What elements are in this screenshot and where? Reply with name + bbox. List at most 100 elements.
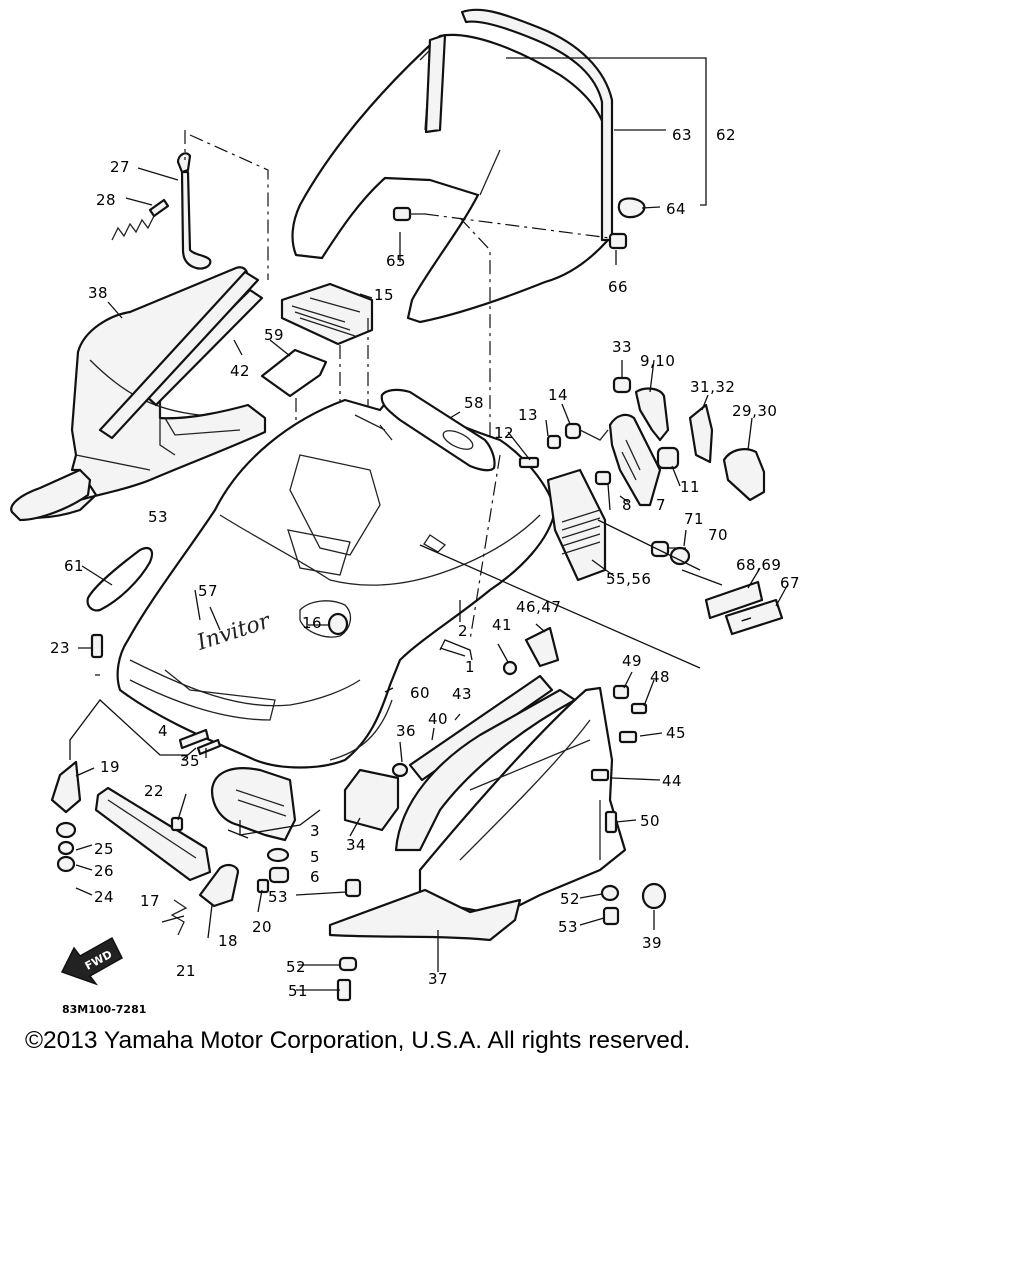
callout-4: 4 — [158, 722, 168, 740]
windshield-screw — [392, 206, 425, 222]
callout-70: 70 — [708, 526, 728, 544]
bolt-20 — [256, 878, 270, 894]
diagram-reference: 83M100-7281 — [62, 1003, 146, 1016]
callout-41: 41 — [492, 616, 512, 634]
callout-8: 8 — [622, 496, 632, 514]
callout-71: 71 — [684, 510, 704, 528]
callout-65: 65 — [386, 252, 406, 270]
windshield-grommet — [608, 232, 628, 250]
callout-18: 18 — [218, 932, 238, 950]
bolt-4-35 — [178, 728, 222, 756]
callout-66: 66 — [608, 278, 628, 296]
callout-42: 42 — [230, 362, 250, 380]
callout-27: 27 — [110, 158, 130, 176]
exploded-parts-diagram: Invitor — [10, 8, 800, 1016]
callout-43: 43 — [452, 685, 472, 703]
bolt-22 — [170, 816, 184, 832]
callout-46-47: 46,47 — [516, 598, 561, 616]
callout-13: 13 — [518, 406, 538, 424]
callout-11: 11 — [680, 478, 700, 496]
right-side-panel — [418, 686, 627, 917]
callout-25: 25 — [94, 840, 114, 858]
callout-60: 60 — [410, 684, 430, 702]
callout-33: 33 — [612, 338, 632, 356]
screw-8 — [594, 470, 612, 486]
callout-9-10: 9,10 — [640, 352, 675, 370]
emblem-67: — — [724, 598, 784, 636]
bracket-3 — [210, 767, 297, 842]
callout-58: 58 — [464, 394, 484, 412]
callout-26: 26 — [94, 862, 114, 880]
callout-62: 62 — [716, 126, 736, 144]
emblem-68-69 — [704, 580, 764, 620]
callout-14: 14 — [548, 386, 568, 404]
hardware-12-13-14 — [518, 422, 609, 469]
callout-40: 40 — [428, 710, 448, 728]
fasteners-51-52-53 — [336, 878, 620, 1002]
callout-38: 38 — [88, 284, 108, 302]
side-panel-trim — [98, 270, 264, 440]
callout-68-69: 68,69 — [736, 556, 781, 574]
callout-37: 37 — [428, 970, 448, 988]
callout-15: 15 — [374, 286, 394, 304]
copyright-notice: ©2013 Yamaha Motor Corporation, U.S.A. A… — [25, 1027, 691, 1054]
callout-52-b: 52 — [560, 890, 580, 908]
grommet-41 — [502, 660, 518, 676]
bracket-29-30 — [722, 448, 766, 502]
callout-67: 67 — [780, 574, 800, 592]
bushing-11 — [656, 446, 680, 470]
svg-text:—: — — [739, 611, 753, 627]
callout-39: 39 — [642, 934, 662, 952]
callout-1: 1 — [465, 658, 475, 676]
windshield-nut — [617, 197, 646, 219]
callout-51: 51 — [288, 982, 308, 1000]
callout-61: 61 — [64, 557, 84, 575]
callout-64: 64 — [666, 200, 686, 218]
callout-7: 7 — [656, 496, 666, 514]
grommet-33 — [612, 376, 632, 394]
callout-49: 49 — [622, 652, 642, 670]
callout-16: 16 — [302, 614, 322, 632]
callout-23: 23 — [50, 639, 70, 657]
grommet-6 — [268, 866, 290, 884]
side-lens — [86, 546, 154, 612]
washers-24-26 — [55, 821, 77, 873]
callout-35: 35 — [180, 752, 200, 770]
nut-71 — [650, 540, 670, 558]
callout-28: 28 — [96, 191, 116, 209]
callout-63: 63 — [672, 126, 692, 144]
callout-59: 59 — [264, 326, 284, 344]
bracket-9-10 — [634, 387, 670, 442]
callout-5: 5 — [310, 848, 320, 866]
callouts: 27 28 38 42 59 15 65 66 64 63 62 53 61 5… — [50, 126, 800, 1000]
handle-18 — [198, 863, 240, 908]
vent-cover — [260, 348, 328, 398]
dash-grille — [280, 282, 374, 346]
callout-53-a: 53 — [148, 508, 168, 526]
hood-plate — [380, 388, 496, 472]
callout-29-30: 29,30 — [732, 402, 777, 420]
windshield — [291, 33, 612, 324]
screw-23 — [90, 633, 104, 659]
callout-50: 50 — [640, 812, 660, 830]
grommet-70 — [669, 546, 691, 566]
bumper-block-34 — [343, 768, 400, 832]
callout-48: 48 — [650, 668, 670, 686]
washer-5 — [266, 847, 290, 863]
callout-44: 44 — [662, 772, 682, 790]
callout-53-b: 53 — [268, 888, 288, 906]
callout-34: 34 — [346, 836, 366, 854]
callout-31-32: 31,32 — [690, 378, 735, 396]
callout-6: 6 — [310, 868, 320, 886]
main-hood — [116, 393, 557, 769]
clip-31-32 — [688, 403, 714, 464]
callout-19: 19 — [100, 758, 120, 776]
callout-53-c: 53 — [558, 918, 578, 936]
callout-55-56: 55,56 — [606, 570, 651, 588]
bumper-17 — [94, 786, 212, 882]
callout-3: 3 — [310, 822, 320, 840]
cap-39 — [641, 882, 667, 910]
clip-46-47 — [524, 626, 560, 668]
callout-12: 12 — [494, 424, 514, 442]
callout-2: 2 — [458, 622, 468, 640]
